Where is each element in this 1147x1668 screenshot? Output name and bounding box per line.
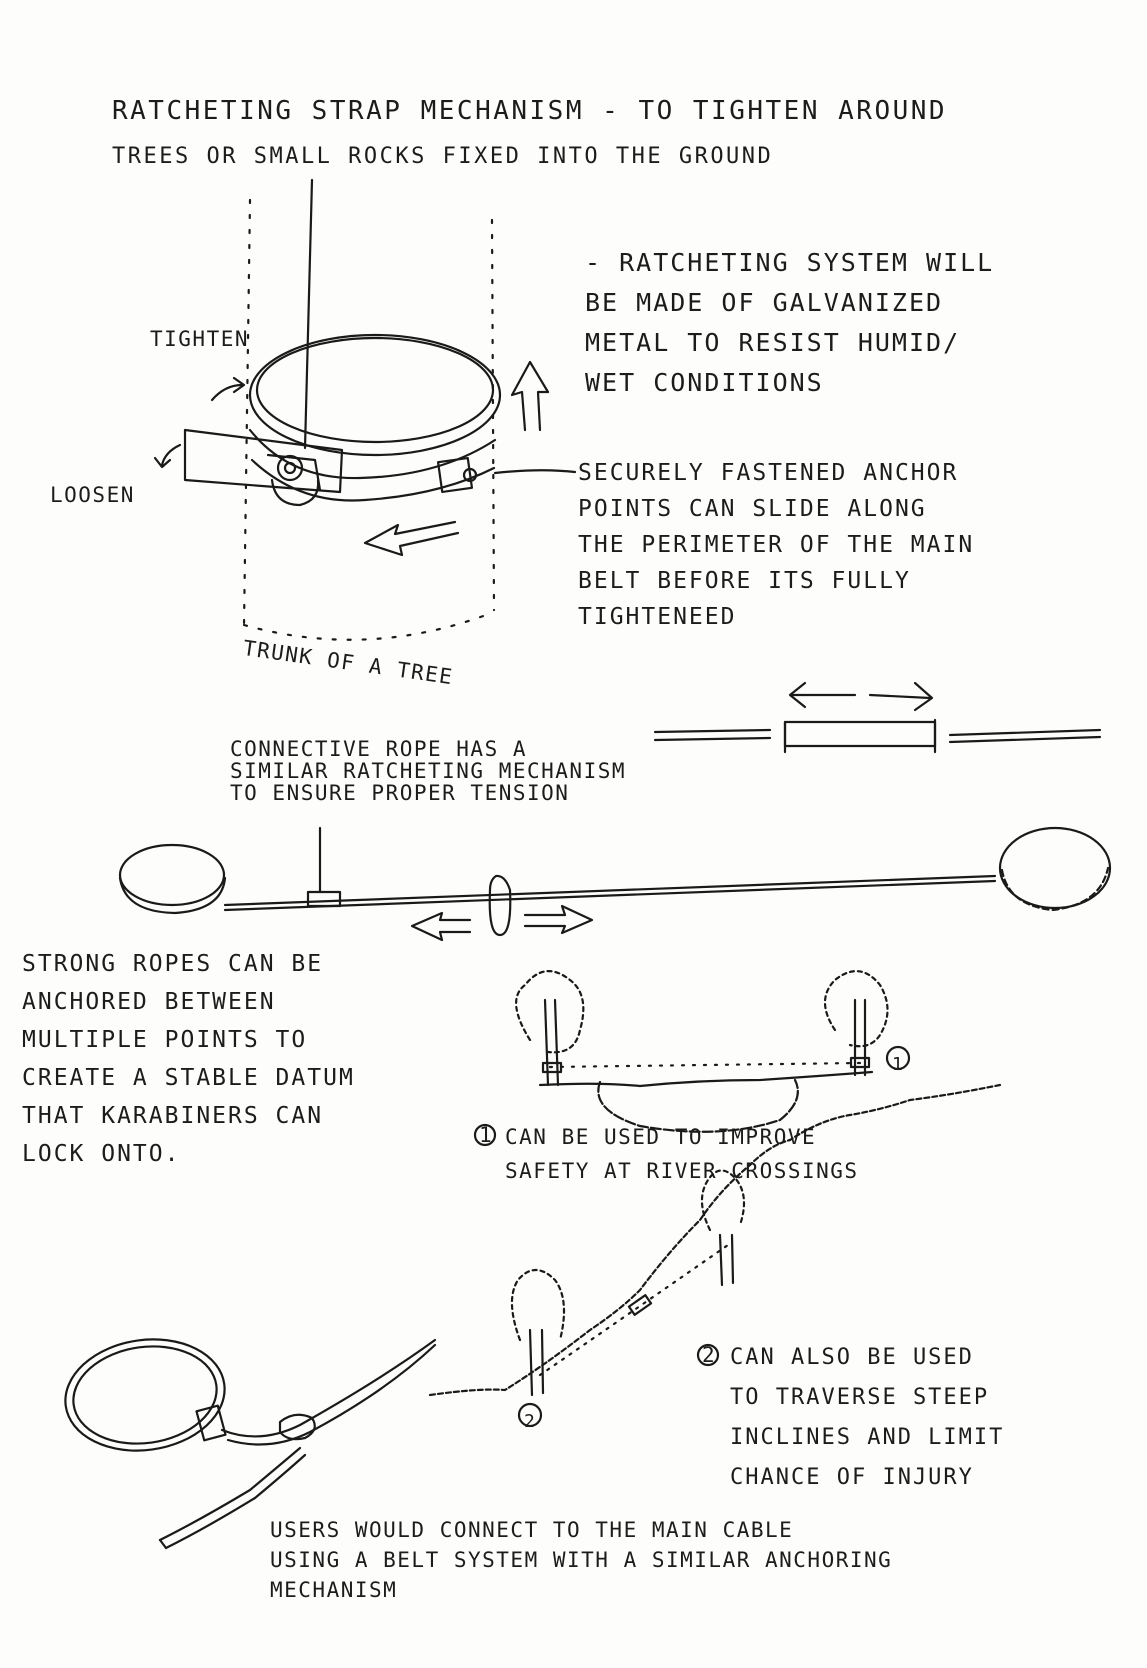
ratchet-note-line-2: BE MADE OF GALVANIZED (585, 283, 994, 323)
incline-note-marker: 2 (702, 1342, 716, 1369)
river-marker-number: 1 (892, 1046, 904, 1083)
lower-tree-canopy (512, 1270, 564, 1340)
ratchet-note-line-3: METAL TO RESIST HUMID/ (585, 323, 994, 363)
users-note-line-1: USERS WOULD CONNECT TO THE MAIN CABLE (270, 1515, 892, 1545)
river-note: CAN BE USED TO IMPROVE SAFETY AT RIVER C… (505, 1120, 859, 1188)
slide-left-arrow (365, 522, 458, 555)
trunk-bottom-edge (244, 612, 494, 640)
strap-top-band-inner (257, 338, 493, 442)
left-tree-canopy (516, 971, 583, 1052)
strong-ropes-line-6: LOCK ONTO. (22, 1135, 355, 1173)
title-line-2: TREES OR SMALL ROCKS FIXED INTO THE GROU… (112, 134, 947, 180)
ratchet-mechanism (268, 455, 320, 505)
rope-note-line-2: SIMILAR RATCHETING MECHANISM (230, 760, 626, 782)
main-rope-ratchet (308, 892, 340, 906)
ratchet-note: - RATCHETING SYSTEM WILL BE MADE OF GALV… (585, 243, 994, 403)
anchor-note-line-4: BELT BEFORE ITS FULLY (578, 563, 974, 599)
river-note-line-1: CAN BE USED TO IMPROVE (505, 1120, 859, 1154)
users-note: USERS WOULD CONNECT TO THE MAIN CABLE US… (270, 1515, 892, 1605)
title-note: RATCHETING STRAP MECHANISM - TO TIGHTEN … (112, 88, 947, 180)
users-note-line-3: MECHANISM (270, 1575, 892, 1605)
title-line-1: RATCHETING STRAP MECHANISM - TO TIGHTEN … (112, 88, 947, 134)
anchor-note-line-1: SECURELY FASTENED ANCHOR (578, 455, 974, 491)
strong-ropes-line-5: THAT KARABINERS CAN (22, 1097, 355, 1135)
rope-ratchet-box (785, 722, 935, 746)
rope-tension-detail (655, 683, 1100, 752)
anchor-leader-line (495, 470, 575, 473)
loosen-label: LOOSEN (50, 482, 135, 509)
tighten-label: TIGHTEN (150, 326, 249, 353)
river-rope (550, 1063, 860, 1067)
ratchet-note-line-1: - RATCHETING SYSTEM WILL (585, 243, 994, 283)
strong-ropes-line-1: STRONG ROPES CAN BE (22, 945, 355, 983)
strong-ropes-line-3: MULTIPLE POINTS TO (22, 1021, 355, 1059)
river-note-line-2: SAFETY AT RIVER CROSSINGS (505, 1154, 859, 1188)
rope-note-line-1: CONNECTIVE ROPE HAS A (230, 738, 626, 760)
rope-note-line-3: TO ENSURE PROPER TENSION (230, 782, 626, 804)
incline-note-line-4: CHANCE OF INJURY (730, 1458, 1004, 1498)
river-crossing-drawing (475, 971, 909, 1145)
anchor-note: SECURELY FASTENED ANCHOR POINTS CAN SLID… (578, 455, 974, 635)
strong-ropes-line-2: ANCHORED BETWEEN (22, 983, 355, 1021)
strong-ropes-note: STRONG ROPES CAN BE ANCHORED BETWEEN MUL… (22, 945, 355, 1173)
tree-strap-drawing (155, 180, 575, 640)
karabiner-icon (490, 876, 511, 935)
rope-slide-right-arrow (525, 906, 592, 933)
incline-marker-number: 2 (524, 1403, 536, 1440)
trunk-left-edge (244, 200, 250, 625)
ratchet-pointer-line (305, 180, 312, 448)
strong-ropes-line-4: CREATE A STABLE DATUM (22, 1059, 355, 1097)
tighten-arrow (212, 385, 242, 400)
ratchet-note-line-4: WET CONDITIONS (585, 363, 994, 403)
strap-top-band (250, 335, 500, 455)
river-bank (540, 1072, 872, 1086)
rope-slide-left-arrow (412, 913, 470, 940)
left-trunk-anchor (120, 845, 224, 905)
rotate-up-arrow (512, 362, 548, 430)
users-note-line-2: USING A BELT SYSTEM WITH A SIMILAR ANCHO… (270, 1545, 892, 1575)
main-rope-drawing (120, 828, 1110, 940)
incline-note-line-2: TO TRAVERSE STEEP (730, 1378, 1004, 1418)
loosen-arrow (162, 445, 180, 465)
incline-note: CAN ALSO BE USED TO TRAVERSE STEEP INCLI… (730, 1338, 1004, 1498)
anchor-note-line-3: THE PERIMETER OF THE MAIN (578, 527, 974, 563)
incline-note-line-1: CAN ALSO BE USED (730, 1338, 1004, 1378)
anchor-note-line-5: TIGHTENEED (578, 599, 974, 635)
rope-note: CONNECTIVE ROPE HAS A SIMILAR RATCHETING… (230, 738, 626, 804)
river-note-marker: 1 (479, 1122, 493, 1149)
incline-note-line-3: INCLINES AND LIMIT (730, 1418, 1004, 1458)
double-arrow-right (870, 695, 930, 698)
incline-rope (540, 1245, 728, 1375)
right-tree-canopy (825, 971, 888, 1046)
anchor-note-line-2: POINTS CAN SLIDE ALONG (578, 491, 974, 527)
